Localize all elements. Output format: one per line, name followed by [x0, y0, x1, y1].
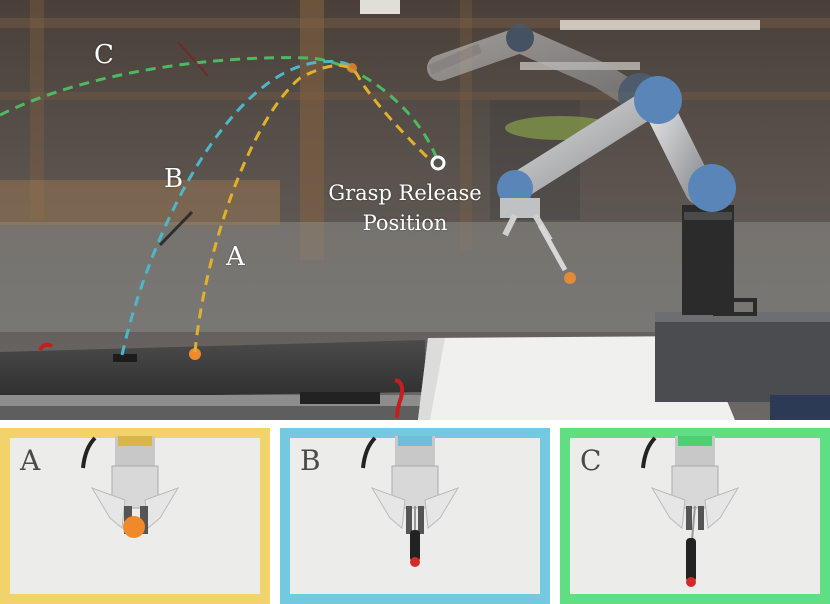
grasp-panel-c-image: [560, 428, 830, 604]
release-label-line-2: Position: [362, 211, 448, 235]
panel-c-letter: C: [580, 444, 602, 477]
trajectory-b-path: [120, 60, 354, 356]
trajectory-c-path: [0, 56, 440, 163]
robot-scene-photo: [0, 0, 830, 420]
panel-b-letter: B: [300, 444, 321, 477]
trajectory-a-path: [193, 64, 432, 353]
trajectory-label-c: C: [94, 40, 114, 70]
grasp-panel-c: C: [560, 428, 830, 604]
screwdriver-object-c: [686, 538, 696, 582]
ball-object: [123, 516, 145, 538]
grasp-panel-a: A: [0, 428, 270, 604]
grasp-panel-a-image: [0, 428, 270, 604]
panel-a-letter: A: [20, 444, 41, 477]
release-label-line-1: Grasp Release: [328, 181, 482, 205]
grasp-panel-b: B: [280, 428, 550, 604]
trajectory-label-b: B: [164, 164, 184, 194]
grasp-panel-b-image: [280, 428, 550, 604]
screwdriver-object: [410, 530, 420, 562]
release-position-label: Grasp Release Position: [320, 178, 490, 238]
release-position-marker: [430, 155, 446, 171]
trajectory-label-a: A: [226, 242, 245, 272]
